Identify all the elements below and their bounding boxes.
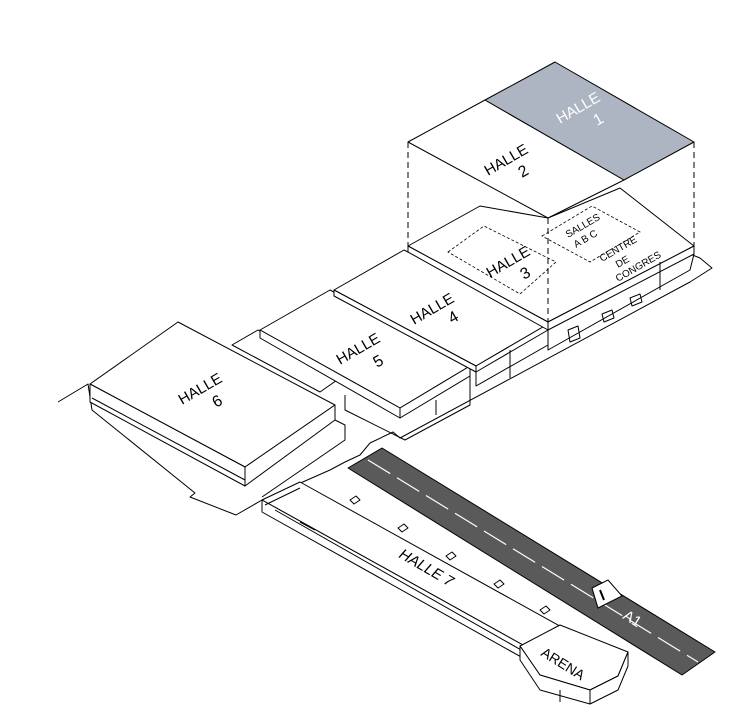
highway-lane-line (367, 459, 699, 663)
highway-road (347, 447, 716, 676)
site-outline (57, 249, 713, 516)
halle-7-roof-vents (349, 495, 551, 615)
salles-zone (541, 205, 641, 263)
halle-3-congress-building: HALLE 3 SALLES A B C CENTRE DE CONGRES (407, 187, 695, 351)
arena-building: ARENA (519, 624, 629, 705)
halle-3-zone (447, 225, 557, 295)
highway-sign-icon (591, 579, 623, 609)
halle-5-building: HALLE 5 (259, 289, 471, 441)
upper-floor-frame (407, 142, 695, 322)
halle-1-floor: HALLE 1 (484, 61, 695, 181)
halle-4-building: HALLE 4 (333, 249, 549, 415)
halle-6-building: HALLE 6 (89, 321, 346, 498)
